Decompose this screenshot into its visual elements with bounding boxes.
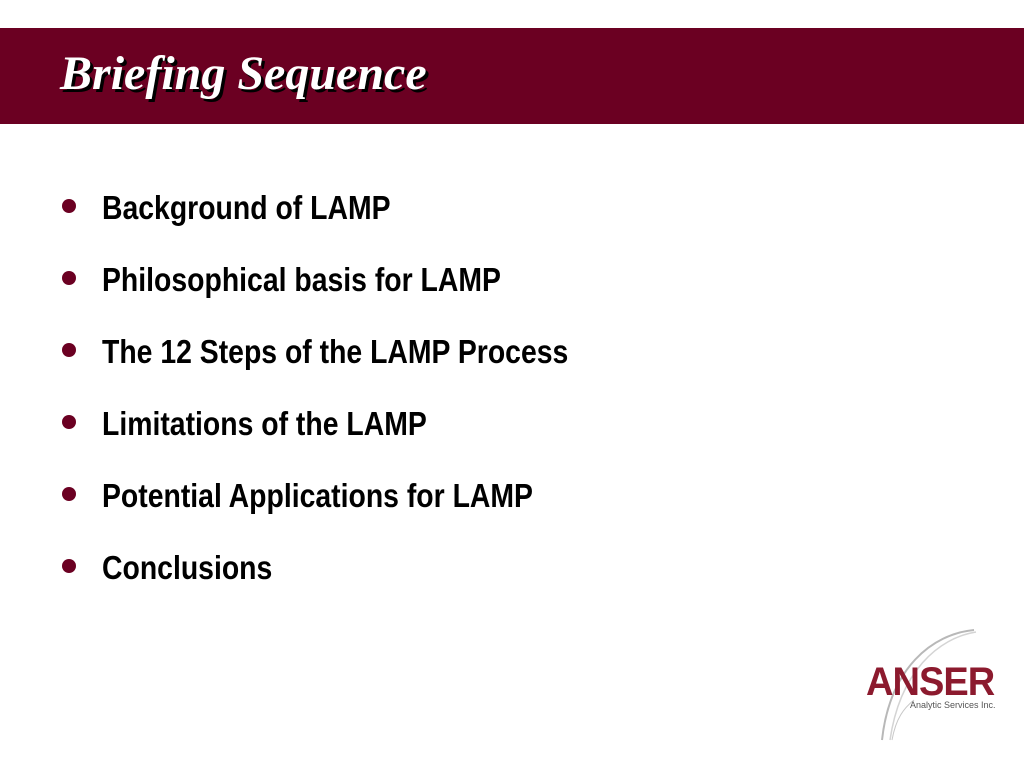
bullet-text: Potential Applications for LAMP — [102, 477, 533, 514]
title-bar — [0, 28, 1024, 124]
slide-title: Briefing Sequence — [60, 47, 427, 100]
company-logo: ANSER Analytic Services Inc. — [862, 628, 1002, 744]
bullet-dot-icon — [62, 559, 76, 573]
swoosh-icon — [881, 629, 977, 741]
bullet-dot-icon — [62, 199, 76, 213]
bullet-text: The 12 Steps of the LAMP Process — [102, 333, 569, 370]
bullet-dot-icon — [62, 343, 76, 357]
bullet-dot-icon — [62, 271, 76, 285]
list-item: Philosophical basis for LAMP — [62, 244, 644, 316]
logo-tagline: Analytic Services Inc. — [910, 700, 996, 710]
list-item: Conclusions — [62, 532, 644, 604]
bullet-text: Conclusions — [102, 549, 273, 586]
bullet-dot-icon — [62, 415, 76, 429]
logo-wordmark: ANSER — [866, 660, 995, 704]
bullet-dot-icon — [62, 487, 76, 501]
list-item: Limitations of the LAMP — [62, 388, 644, 460]
list-item: Background of LAMP — [62, 172, 644, 244]
bullet-list: Background of LAMP Philosophical basis f… — [62, 172, 644, 604]
list-item: The 12 Steps of the LAMP Process — [62, 316, 644, 388]
list-item: Potential Applications for LAMP — [62, 460, 644, 532]
bullet-text: Philosophical basis for LAMP — [102, 261, 501, 298]
bullet-text: Background of LAMP — [102, 189, 391, 226]
bullet-text: Limitations of the LAMP — [102, 405, 427, 442]
